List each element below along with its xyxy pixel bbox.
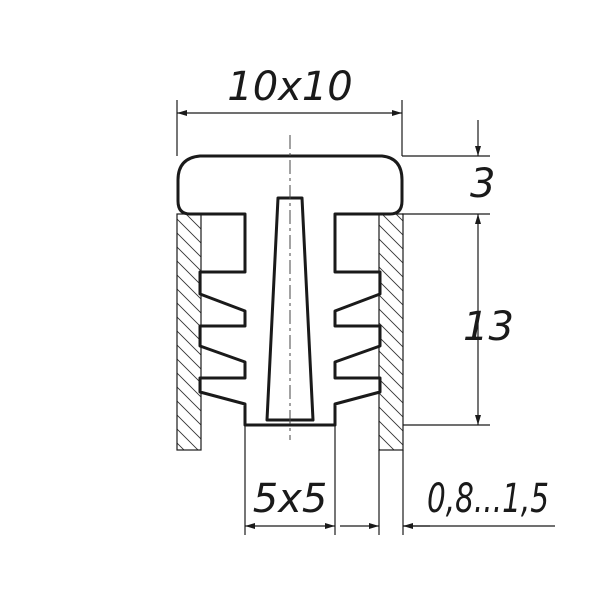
dimension-cap-height: 3 bbox=[402, 120, 495, 215]
tube-wall-left bbox=[176, 213, 202, 451]
dimension-wall-thickness: 0,8...1,5 bbox=[340, 450, 555, 535]
dimension-cap-height-label: 3 bbox=[470, 161, 495, 207]
dimension-top-width-label: 10x10 bbox=[227, 64, 352, 110]
dimension-body-height: 13 bbox=[403, 214, 514, 426]
dimension-top-width: 10x10 bbox=[176, 64, 403, 156]
core-cavity bbox=[265, 196, 315, 422]
dimension-body-height-label: 13 bbox=[463, 304, 514, 350]
dimension-inner-size: 5x5 bbox=[244, 425, 336, 535]
dimension-inner-size-label: 5x5 bbox=[253, 476, 328, 522]
dimension-wall-thickness-label: 0,8...1,5 bbox=[427, 476, 549, 522]
tube-wall-right bbox=[378, 213, 404, 451]
